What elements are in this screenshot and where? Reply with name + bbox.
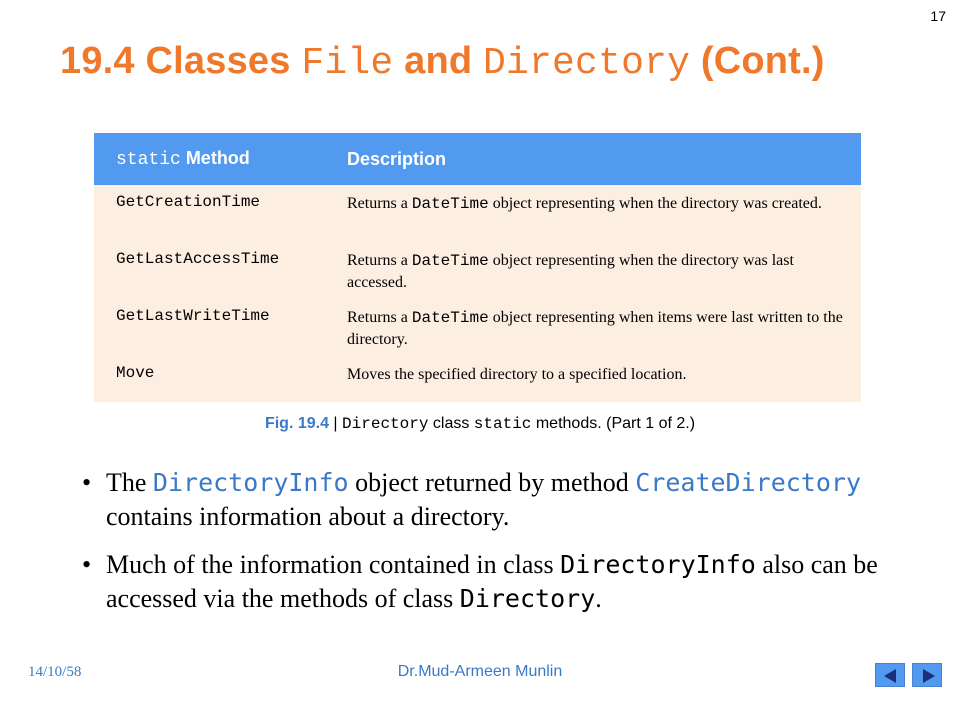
bullet-code: DirectoryInfo [152,468,349,497]
caption-text: methods. (Part 1 of 2.) [531,415,696,432]
method-name: GetCreationTime [116,193,261,211]
header-description: Description [347,148,447,169]
header-method: static Method [94,133,347,185]
slide-title: 19.4 Classes File and Directory (Cont.) [60,40,825,85]
bullet-text: . [595,584,602,613]
bullet-code: CreateDirectory [635,468,862,497]
header-method-label: Method [180,148,250,168]
bullet-text: The [106,468,153,497]
title-directory-word: Directory [483,42,691,85]
method-description: Returns a DateTime object representing w… [347,185,861,242]
previous-slide-button[interactable] [875,663,905,687]
bullet-dot-icon: • [82,550,92,579]
method-name: GetLastWriteTime [116,307,270,325]
bullet-text: object returned by method [348,468,636,497]
caption-code: static [473,415,532,433]
figure-number: Fig. 19.4 [264,415,329,432]
header-static-keyword: static [116,150,181,170]
directory-methods-table: static Method Description GetCreationTim… [94,133,861,402]
desc-code: DateTime [411,195,489,213]
desc-text: Returns a [347,252,412,269]
bullet-code: Directory [459,584,596,613]
table-header-row: static Method Description [94,133,861,185]
figure-caption: Fig. 19.4 | Directory class static metho… [0,415,960,433]
desc-text: object representing when items were last… [347,309,843,348]
desc-text: Returns a [347,309,412,326]
method-description: Returns a DateTime object representing w… [347,242,861,299]
caption-text: class [428,415,474,432]
method-description: Moves the specified directory to a speci… [347,356,861,402]
title-part-1: 19.4 Classes [60,40,302,82]
arrow-left-icon [884,669,896,683]
title-file-word: File [301,42,394,85]
desc-text: Moves the specified directory to a speci… [347,366,687,383]
footer-date: 14/10/58 [28,664,82,680]
arrow-right-icon [923,669,935,683]
bullet-text: Much of the information contained in cla… [106,550,561,579]
caption-code: Directory [342,415,429,433]
desc-code: DateTime [411,309,489,327]
bullet-list: • The DirectoryInfo object returned by me… [82,466,922,630]
slide-number: 17 [930,8,946,24]
method-description: Returns a DateTime object representing w… [347,299,861,356]
table-row: GetLastWriteTime Returns a DateTime obje… [94,299,861,356]
table-row: GetCreationTime Returns a DateTime objec… [94,185,861,242]
bullet-text: also can be accessed via the methods of … [106,550,878,613]
desc-text: object representing when the directory w… [488,195,822,212]
footer-author: Dr.Mud-Armeen Munlin [397,663,563,680]
caption-separator: | [328,415,343,432]
list-item: • Much of the information contained in cl… [82,548,922,616]
title-part-2: and [393,40,484,82]
list-item: • The DirectoryInfo object returned by me… [82,466,922,534]
bullet-text: contains information about a directory. [106,502,510,531]
desc-text: Returns a [347,195,412,212]
method-name: GetLastAccessTime [116,250,280,268]
bullet-dot-icon: • [82,468,92,497]
table-row: GetLastAccessTime Returns a DateTime obj… [94,242,861,299]
desc-text: object representing when the directory w… [347,252,794,291]
method-name: Move [116,364,155,382]
title-part-3: (Cont.) [690,40,825,82]
next-slide-button[interactable] [912,663,942,687]
table-row: Move Moves the specified directory to a … [94,356,861,402]
bullet-code: DirectoryInfo [560,550,756,579]
desc-code: DateTime [411,252,489,270]
